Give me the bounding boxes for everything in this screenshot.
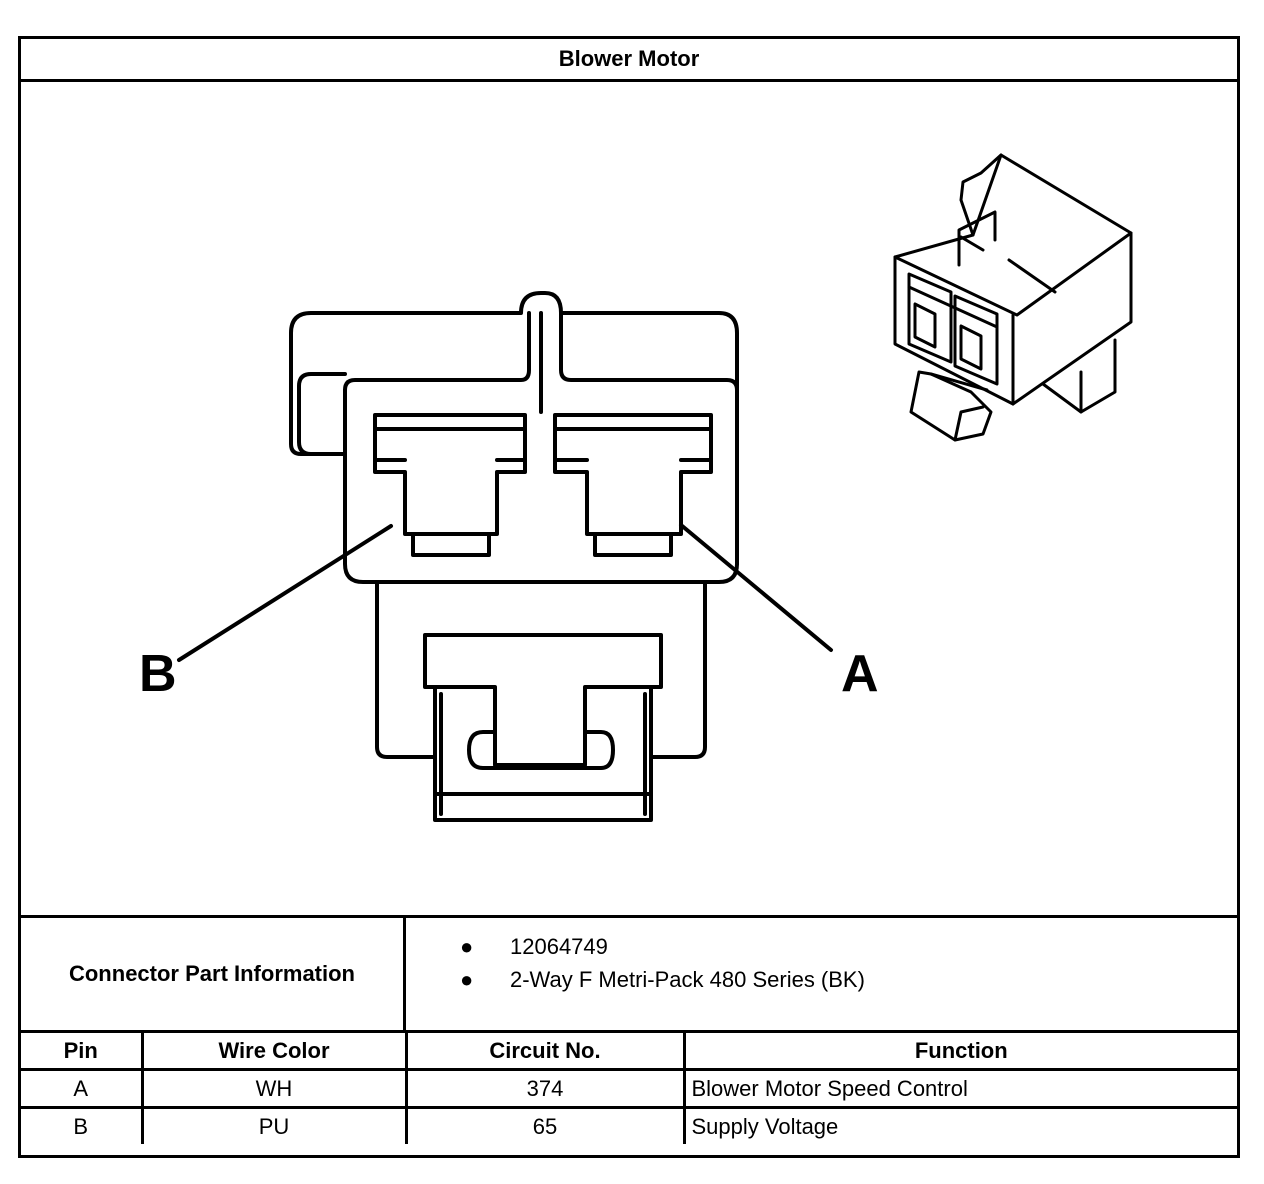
connector-description-text: 2-Way F Metri-Pack 480 Series (BK) — [510, 967, 865, 992]
sheet-title: Blower Motor — [21, 39, 1237, 82]
connector-info-label: Connector Part Information — [21, 918, 406, 1030]
cell-circuit: 65 — [404, 1106, 686, 1144]
connector-front-view — [289, 291, 739, 822]
connector-part-number-text: 12064749 — [510, 934, 608, 959]
header-pin: Pin — [21, 1033, 144, 1071]
cell-function: Supply Voltage — [682, 1106, 1237, 1144]
cell-circuit: 374 — [404, 1068, 686, 1109]
pin-a-label: A — [841, 645, 879, 703]
pin-a-leader — [679, 523, 833, 652]
connector-description: ● 2-Way F Metri-Pack 480 Series (BK) — [406, 963, 1237, 996]
connector-info-list: ● 12064749 ● 2-Way F Metri-Pack 480 Seri… — [406, 918, 1237, 1030]
pin-table: Pin Wire Color Circuit No. Function A WH… — [21, 1033, 1237, 1144]
cell-wire-color: PU — [140, 1106, 408, 1144]
cell-function: Blower Motor Speed Control — [682, 1068, 1237, 1109]
cell-pin: A — [21, 1068, 144, 1109]
cell-pin: B — [21, 1106, 144, 1144]
header-wire-color: Wire Color — [140, 1033, 408, 1071]
connector-info-row: Connector Part Information ● 12064749 ● … — [21, 915, 1237, 1033]
pin-b-label: B — [139, 645, 177, 703]
table-row: B PU 65 Supply Voltage — [21, 1106, 1237, 1144]
bullet-icon: ● — [460, 934, 474, 959]
bullet-icon: ● — [460, 967, 474, 992]
table-row: A WH 374 Blower Motor Speed Control — [21, 1068, 1237, 1109]
header-circuit: Circuit No. — [404, 1033, 686, 1071]
cell-wire-color: WH — [140, 1068, 408, 1109]
connector-isometric-view — [893, 153, 1133, 442]
pin-table-header: Pin Wire Color Circuit No. Function — [21, 1033, 1237, 1071]
pin-b-leader — [177, 524, 393, 662]
connector-sheet: Blower Motor — [18, 36, 1240, 1158]
connector-face-diagram: B A — [139, 153, 1133, 822]
header-function: Function — [682, 1033, 1237, 1071]
connector-drawing: B A — [21, 82, 1237, 915]
connector-part-number: ● 12064749 — [406, 930, 1237, 963]
